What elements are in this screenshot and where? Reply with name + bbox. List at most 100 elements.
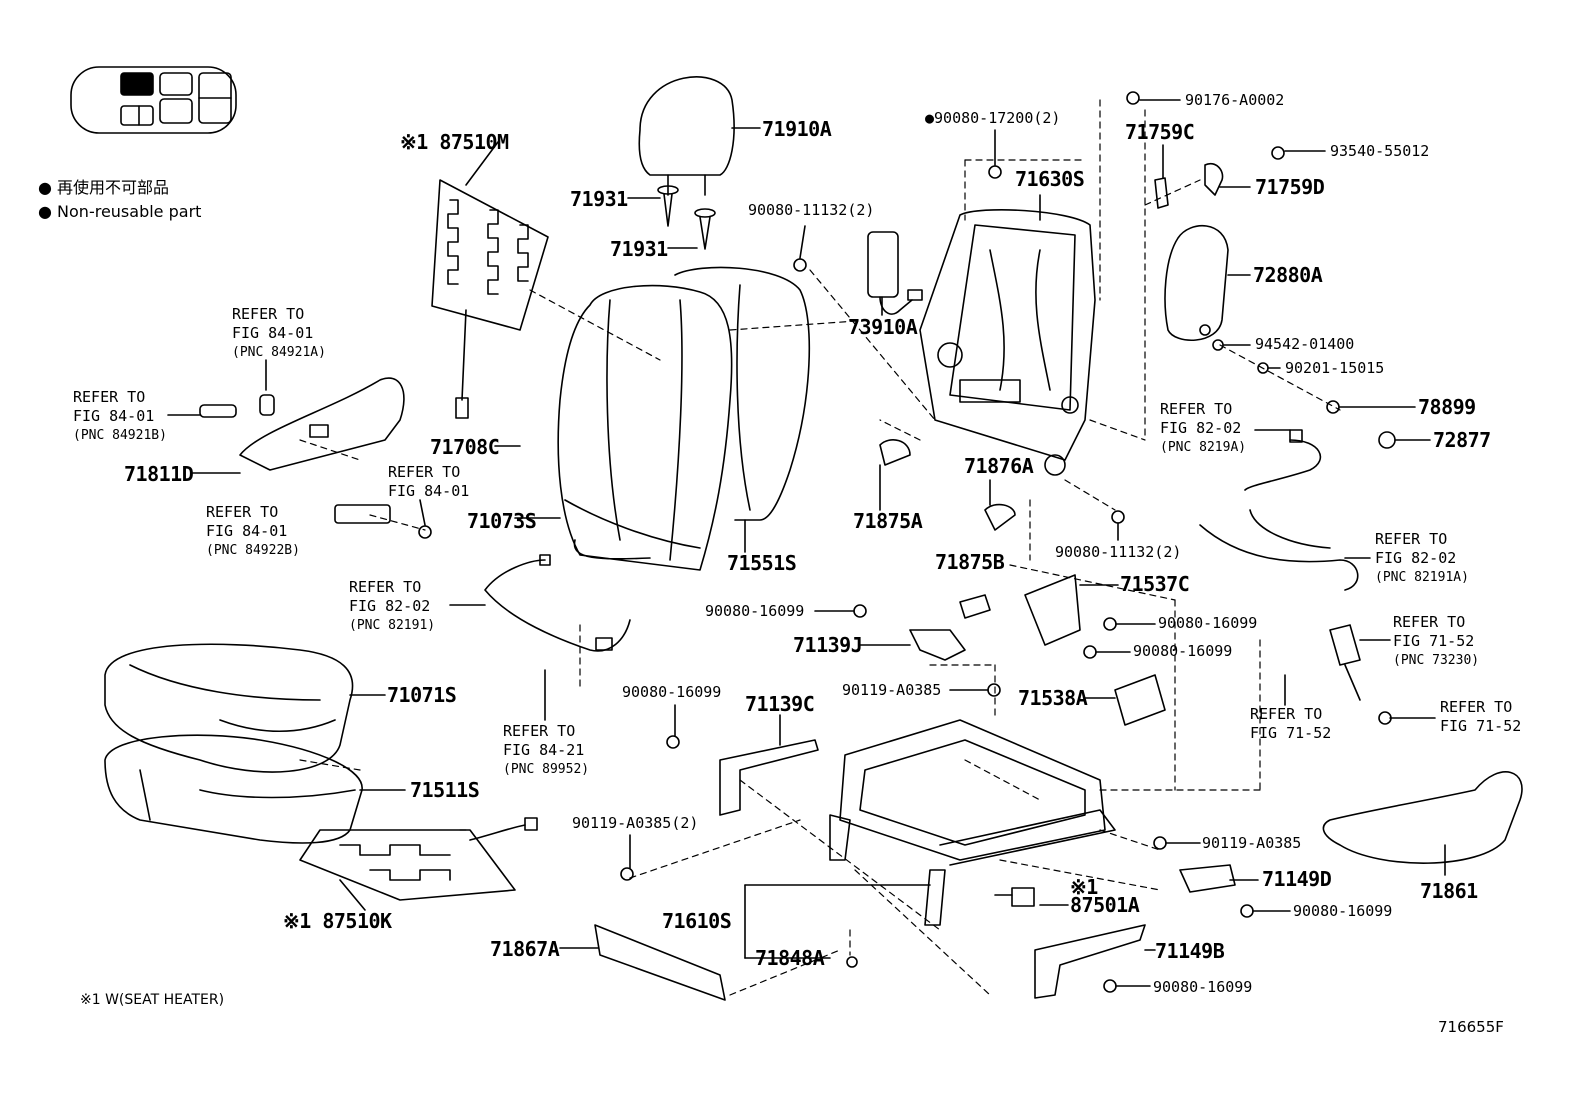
reference-84922B-line1: REFER TO bbox=[206, 503, 279, 521]
reference-71-52-a[interactable]: REFER TO FIG 71-52 bbox=[1250, 705, 1331, 743]
part-label-94542-01400[interactable]: 94542-01400 bbox=[1255, 335, 1355, 353]
part-label-90176-A0002[interactable]: 90176-A0002 bbox=[1185, 91, 1285, 109]
switch-knob-84921A bbox=[259, 394, 275, 416]
cover-71537C bbox=[1024, 574, 1081, 646]
part-label-90080-16099-c[interactable]: 90080-16099 bbox=[1133, 642, 1233, 660]
switch-knob-84921B bbox=[199, 404, 237, 418]
part-label-71071S[interactable]: 71071S bbox=[387, 683, 457, 707]
part-label-71910A[interactable]: 71910A bbox=[762, 117, 832, 141]
reference-82191-line3: (PNC 82191) bbox=[349, 618, 436, 633]
cushion-heater-mat bbox=[299, 817, 538, 901]
part-label-71149B[interactable]: 71149B bbox=[1155, 939, 1225, 963]
cover-71759D bbox=[1204, 162, 1224, 196]
reference-8219A-line1: REFER TO bbox=[1160, 400, 1233, 418]
part-label-71861[interactable]: 71861 bbox=[1420, 879, 1478, 903]
reference-73230-line3: (PNC 73230) bbox=[1393, 653, 1480, 668]
part-label-90080-16099-d[interactable]: 90080-16099 bbox=[622, 683, 722, 701]
part-label-90080-17200[interactable]: ●90080-17200(2) bbox=[925, 109, 1061, 127]
shield-71861 bbox=[1322, 771, 1523, 864]
reference-84-01[interactable]: REFER TO FIG 84-01 bbox=[388, 463, 469, 501]
seatback-cover bbox=[557, 266, 811, 571]
part-label-71149D[interactable]: 71149D bbox=[1262, 867, 1332, 891]
reference-71-52-a-line1: REFER TO bbox=[1250, 705, 1323, 723]
cover-71538A bbox=[1114, 674, 1166, 726]
part-label-71759C[interactable]: 71759C bbox=[1125, 120, 1195, 144]
part-label-71610S[interactable]: 71610S bbox=[662, 909, 732, 933]
reference-84921B-line3: (PNC 84921B) bbox=[73, 428, 167, 443]
seat-heater-footnote: ※1 W(SEAT HEATER) bbox=[80, 992, 225, 1008]
reference-82191[interactable]: REFER TO FIG 82-02 (PNC 82191) bbox=[349, 578, 435, 635]
reference-84922B[interactable]: REFER TO FIG 84-01 (PNC 84922B) bbox=[206, 503, 300, 560]
part-label-90080-16099-b[interactable]: 90080-16099 bbox=[1158, 614, 1258, 632]
reference-84921B-line1: REFER TO bbox=[73, 388, 146, 406]
reference-84921A-line3: (PNC 84921A) bbox=[232, 345, 326, 360]
part-label-90080-16099-a[interactable]: 90080-16099 bbox=[705, 602, 805, 620]
cover-71867A bbox=[594, 924, 726, 1001]
seat-side-shield bbox=[239, 377, 405, 471]
seat-adjuster-frame bbox=[829, 719, 1116, 926]
fasteners bbox=[620, 91, 1396, 993]
part-label-71630S[interactable]: 71630S bbox=[1015, 167, 1085, 191]
part-label-71073S[interactable]: 71073S bbox=[467, 509, 537, 533]
reference-84-01-line2: FIG 84-01 bbox=[388, 482, 470, 500]
part-label-90119-A0385-2[interactable]: 90119-A0385(2) bbox=[572, 814, 699, 832]
reference-71-52-b[interactable]: REFER TO FIG 71-52 bbox=[1440, 698, 1521, 736]
reference-89952-line2: FIG 84-21 bbox=[503, 741, 585, 759]
part-label-71811D[interactable]: 71811D bbox=[124, 462, 194, 486]
part-label-71511S[interactable]: 71511S bbox=[410, 778, 480, 802]
part-label-90080-11132-upper[interactable]: 90080-11132(2) bbox=[748, 201, 875, 219]
reference-84922B-line2: FIG 84-01 bbox=[206, 522, 288, 540]
vehicle-locator-icon bbox=[70, 66, 237, 134]
reference-8219A-line2: FIG 82-02 bbox=[1160, 419, 1242, 437]
cover-71759C bbox=[1154, 177, 1169, 209]
part-label-93540-55012[interactable]: 93540-55012 bbox=[1330, 142, 1430, 160]
part-label-71551S[interactable]: 71551S bbox=[727, 551, 797, 575]
part-label-71931-upper[interactable]: 71931 bbox=[570, 187, 628, 211]
part-label-87501A[interactable]: ※1 87501A bbox=[1070, 875, 1140, 917]
part-label-71876A[interactable]: 71876A bbox=[964, 454, 1034, 478]
part-label-90119-A0385-a[interactable]: 90119-A0385 bbox=[842, 681, 942, 699]
part-label-87510K[interactable]: ※1 87510K bbox=[283, 909, 392, 933]
reference-8219A[interactable]: REFER TO FIG 82-02 (PNC 8219A) bbox=[1160, 400, 1246, 457]
part-label-90201-15015[interactable]: 90201-15015 bbox=[1285, 359, 1385, 377]
part-label-71139J[interactable]: 71139J bbox=[793, 633, 863, 657]
reference-73230[interactable]: REFER TO FIG 71-52 (PNC 73230) bbox=[1393, 613, 1479, 670]
headrest bbox=[638, 76, 761, 196]
reference-84921B[interactable]: REFER TO FIG 84-01 (PNC 84921B) bbox=[73, 388, 167, 445]
part-label-71875B[interactable]: 71875B bbox=[935, 550, 1005, 574]
reference-71-52-b-line2: FIG 71-52 bbox=[1440, 717, 1522, 735]
part-label-90080-16099-f[interactable]: 90080-16099 bbox=[1153, 978, 1253, 996]
part-label-90119-A0385-b[interactable]: 90119-A0385 bbox=[1202, 834, 1302, 852]
reference-73230-line2: FIG 71-52 bbox=[1393, 632, 1475, 650]
part-label-71139C[interactable]: 71139C bbox=[745, 692, 815, 716]
reference-84-01-line1: REFER TO bbox=[388, 463, 461, 481]
reference-82191A[interactable]: REFER TO FIG 82-02 (PNC 82191A) bbox=[1375, 530, 1469, 587]
part-label-72880A[interactable]: 72880A bbox=[1253, 263, 1323, 287]
wire-harness-82191A bbox=[1199, 509, 1359, 591]
part-label-71708C[interactable]: 71708C bbox=[430, 435, 500, 459]
part-label-71759D[interactable]: 71759D bbox=[1255, 175, 1325, 199]
part-label-71538A[interactable]: 71538A bbox=[1018, 686, 1088, 710]
reference-82191A-line2: FIG 82-02 bbox=[1375, 549, 1457, 567]
part-label-87510M[interactable]: ※1 87510M bbox=[400, 130, 509, 154]
part-label-72877[interactable]: 72877 bbox=[1433, 428, 1491, 452]
reference-84921B-line2: FIG 84-01 bbox=[73, 407, 155, 425]
dashed-lines bbox=[299, 99, 1341, 996]
reference-89952[interactable]: REFER TO FIG 84-21 (PNC 89952) bbox=[503, 722, 589, 779]
part-label-90080-11132-lower[interactable]: 90080-11132(2) bbox=[1055, 543, 1182, 561]
part-label-73910A[interactable]: 73910A bbox=[848, 315, 918, 339]
part-label-71848A[interactable]: 71848A bbox=[755, 946, 825, 970]
part-label-71867A[interactable]: 71867A bbox=[490, 937, 560, 961]
part-label-71931-lower[interactable]: 71931 bbox=[610, 237, 668, 261]
part-label-71875A[interactable]: 71875A bbox=[853, 509, 923, 533]
heater-sensor-87501A bbox=[994, 887, 1035, 907]
part-label-78899[interactable]: 78899 bbox=[1418, 395, 1476, 419]
reference-84921A[interactable]: REFER TO FIG 84-01 (PNC 84921A) bbox=[232, 305, 326, 362]
reference-89952-line1: REFER TO bbox=[503, 722, 576, 740]
power-seat-switch bbox=[334, 504, 432, 539]
part-label-90080-16099-e[interactable]: 90080-16099 bbox=[1293, 902, 1393, 920]
leader-lines bbox=[167, 99, 1446, 987]
seat-cushion-cover bbox=[104, 643, 354, 773]
part-label-71537C[interactable]: 71537C bbox=[1120, 572, 1190, 596]
